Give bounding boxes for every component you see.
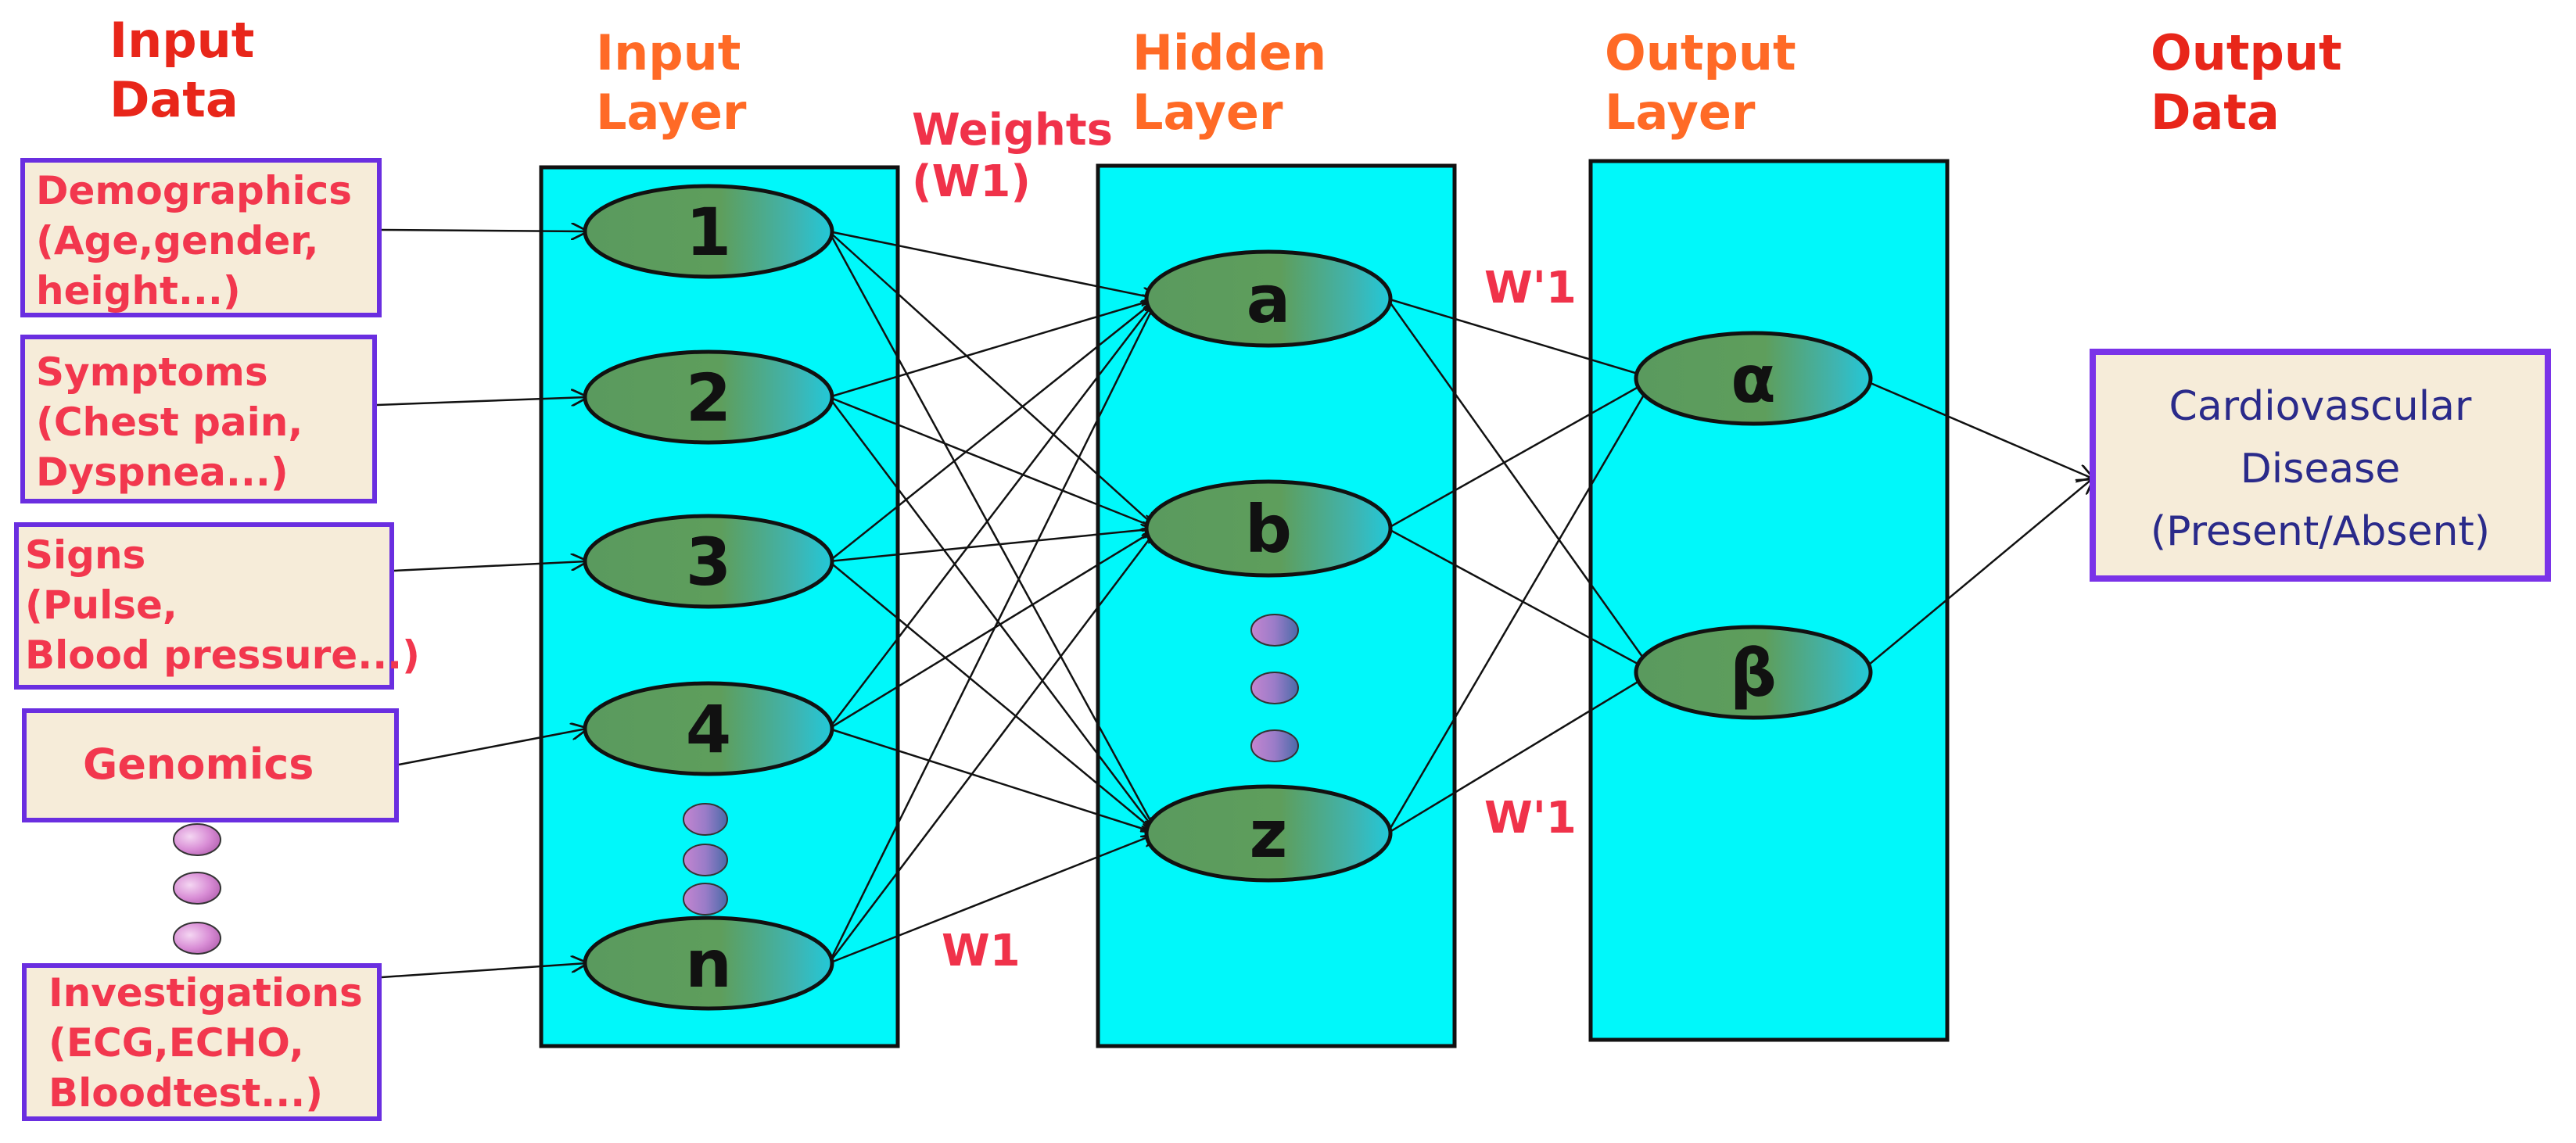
edge-input-2-hidden-1 [828,299,1157,399]
input-box-demographics: Demographics (Age,gender, height...) [20,158,382,317]
edge-input-1-hidden-3 [827,231,1157,833]
edge-input-3-hidden-1 [828,299,1157,562]
edge-output-1-result [1859,377,2093,478]
input-node-5 [583,915,834,1011]
edge-input-5-hidden-3 [828,833,1157,965]
hidden-layer-dot-3 [1250,729,1299,762]
w-prime-top-label: W'1 [1484,263,1577,314]
output-node-2-label: β [1730,635,1777,711]
hidden-layer-dot-1 [1250,614,1299,647]
input-arrow-4 [398,729,587,766]
input-box-investigations-text: Investigations (ECG,ECHO, Bloodtest...) [48,970,363,1116]
weights-w1-label: Weights (W1) [912,105,1114,207]
hidden-node-3 [1144,784,1393,883]
input-node-4-label: 4 [686,691,731,768]
hidden-node-2-label: b [1245,491,1292,568]
input-layer-dot-3 [683,883,728,915]
input-box-signs: Signs (Pulse, Blood pressure...) [14,522,420,690]
input-box-demographics-text: Demographics (Age,gender, height...) [36,168,352,314]
edge-input-4-hidden-2 [828,529,1157,730]
hidden-layer-dot-2 [1250,672,1299,704]
hidden-node-2 [1144,479,1393,578]
input-layer-dot-2 [683,844,728,876]
edge-input-1-hidden-2 [828,231,1157,529]
input-layer-dot-1 [683,803,728,836]
input-data-dot-3 [173,922,221,955]
input-node-2-label: 2 [686,360,731,436]
edge-input-4-hidden-3 [828,727,1157,833]
input-arrow-3 [393,561,587,572]
input-box-genomics-text: Genomics [83,740,314,789]
input-box-genomics: Genomics [22,708,399,822]
hidden-node-3-label: z [1250,796,1288,872]
input-data-dot-2 [173,872,221,905]
output-box-text: Cardiovascular Disease (Present/Absent) [2150,383,2491,555]
input-arrow-5 [381,963,587,979]
edge-input-3-hidden-3 [828,561,1157,833]
edge-hidden-2-output-2 [1387,527,1653,672]
edge-hidden-1-output-1 [1387,297,1653,378]
edge-output-2-result [1859,478,2093,673]
input-node-3 [583,514,834,609]
edge-hidden-2-output-1 [1387,378,1653,530]
input-box-symptoms: Symptoms (Chest pain, Dyspnea...) [20,335,377,503]
input-node-2 [583,349,834,445]
output-data-header: Output Data [2151,24,2342,141]
input-arrow-2 [376,397,587,405]
connection-lines [376,230,2093,979]
edge-input-2-hidden-2 [828,396,1157,529]
hidden-node-1-label: a [1247,261,1291,338]
edge-input-5-hidden-2 [828,529,1157,964]
hidden-layer-header: Hidden Layer [1132,24,1327,141]
edge-input-1-hidden-1 [828,230,1157,299]
input-box-investigations: Investigations (ECG,ECHO, Bloodtest...) [22,963,382,1121]
output-layer-header: Output Layer [1605,24,1796,141]
edge-input-4-hidden-1 [828,299,1157,729]
edge-hidden-1-output-2 [1386,298,1653,672]
input-node-4 [583,681,834,776]
input-data-header: Input Data [109,12,255,128]
input-arrow-1 [381,230,587,231]
edge-input-3-hidden-2 [828,529,1157,563]
edge-input-2-hidden-3 [828,396,1157,833]
w-prime-bottom-label: W'1 [1484,793,1577,844]
input-node-1-label: 1 [686,194,731,271]
output-box-cardiovascular: Cardiovascular Disease (Present/Absent) [2090,349,2551,582]
input-layer-header: Input Layer [596,24,747,141]
input-data-dot-1 [173,823,221,856]
input-box-symptoms-text: Symptoms (Chest pain, Dyspnea...) [36,349,303,495]
output-node-1 [1634,331,1873,426]
edge-input-5-hidden-1 [827,299,1157,964]
edge-hidden-3-output-2 [1387,672,1653,835]
input-node-1 [583,184,834,279]
output-node-2 [1634,625,1873,720]
hidden-node-1 [1144,249,1393,348]
network-nodes: 1 2 3 4 n a b z α β [583,184,1873,1011]
output-node-1-label: α [1731,341,1776,417]
w1-bottom-label: W1 [942,926,1021,976]
ellipsis-dots [173,614,1299,955]
edge-hidden-3-output-1 [1386,378,1653,834]
output-layer-box [1588,159,1950,1042]
input-node-5-label: n [685,926,732,1002]
input-node-3-label: 3 [686,524,731,600]
input-box-signs-text: Signs (Pulse, Blood pressure...) [25,532,421,678]
